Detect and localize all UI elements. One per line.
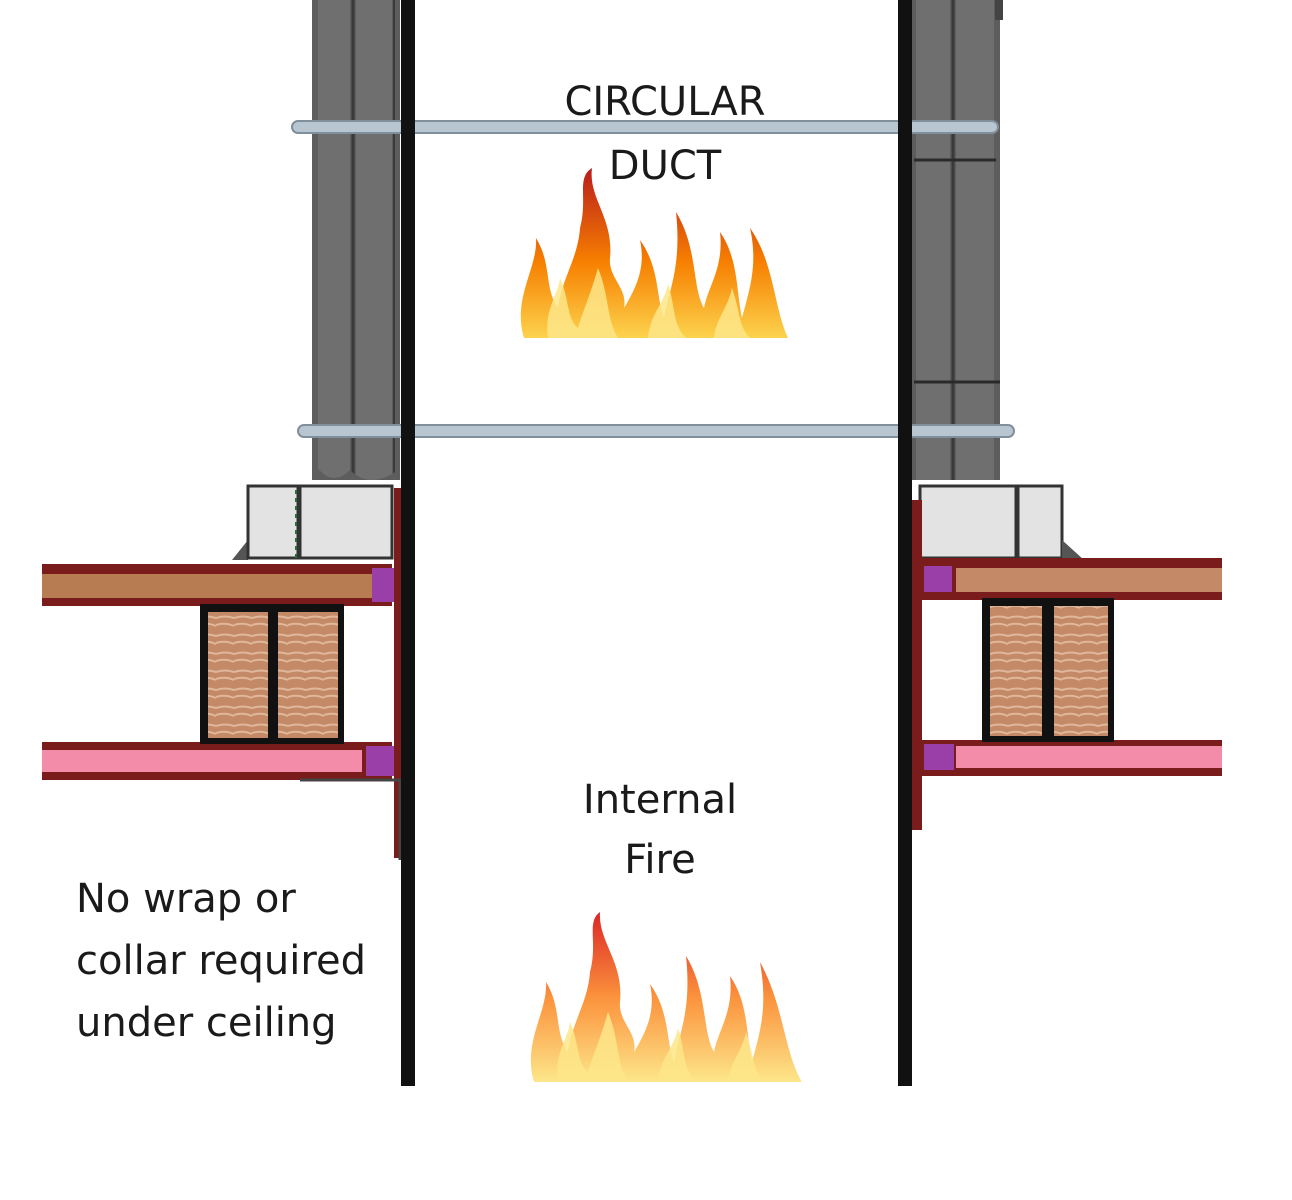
circular-duct-label-line-2: DUCT bbox=[608, 143, 722, 189]
right-ceiling-assembly bbox=[912, 500, 1222, 830]
left-insulation-wrap bbox=[312, 0, 400, 480]
circular-duct-label-line-1: CIRCULAR bbox=[564, 79, 766, 125]
upper-flames bbox=[520, 168, 788, 338]
right-insulation-wrap bbox=[910, 0, 1003, 480]
duct-wall-right bbox=[898, 0, 912, 1086]
steel-band-lower bbox=[297, 424, 1015, 438]
lower-flames bbox=[530, 912, 802, 1082]
ceiling-note-line-3: under ceiling bbox=[76, 1000, 337, 1046]
ceiling-note: No wrap or collar required under ceiling bbox=[76, 868, 366, 1054]
internal-fire-label-line-2: Fire bbox=[624, 837, 696, 883]
left-collar-blocks bbox=[232, 484, 394, 560]
internal-fire-label: Internal Fire bbox=[540, 770, 780, 890]
left-ceiling-assembly bbox=[42, 488, 404, 860]
right-collar-blocks bbox=[918, 484, 1084, 560]
ceiling-note-line-1: No wrap or bbox=[76, 876, 296, 922]
ceiling-note-line-2: collar required bbox=[76, 938, 366, 984]
internal-fire-label-line-1: Internal bbox=[582, 777, 738, 823]
duct-wall-left bbox=[401, 0, 415, 1086]
circular-duct-label: CIRCULAR DUCT bbox=[520, 70, 810, 198]
steel-band-upper bbox=[291, 120, 999, 134]
